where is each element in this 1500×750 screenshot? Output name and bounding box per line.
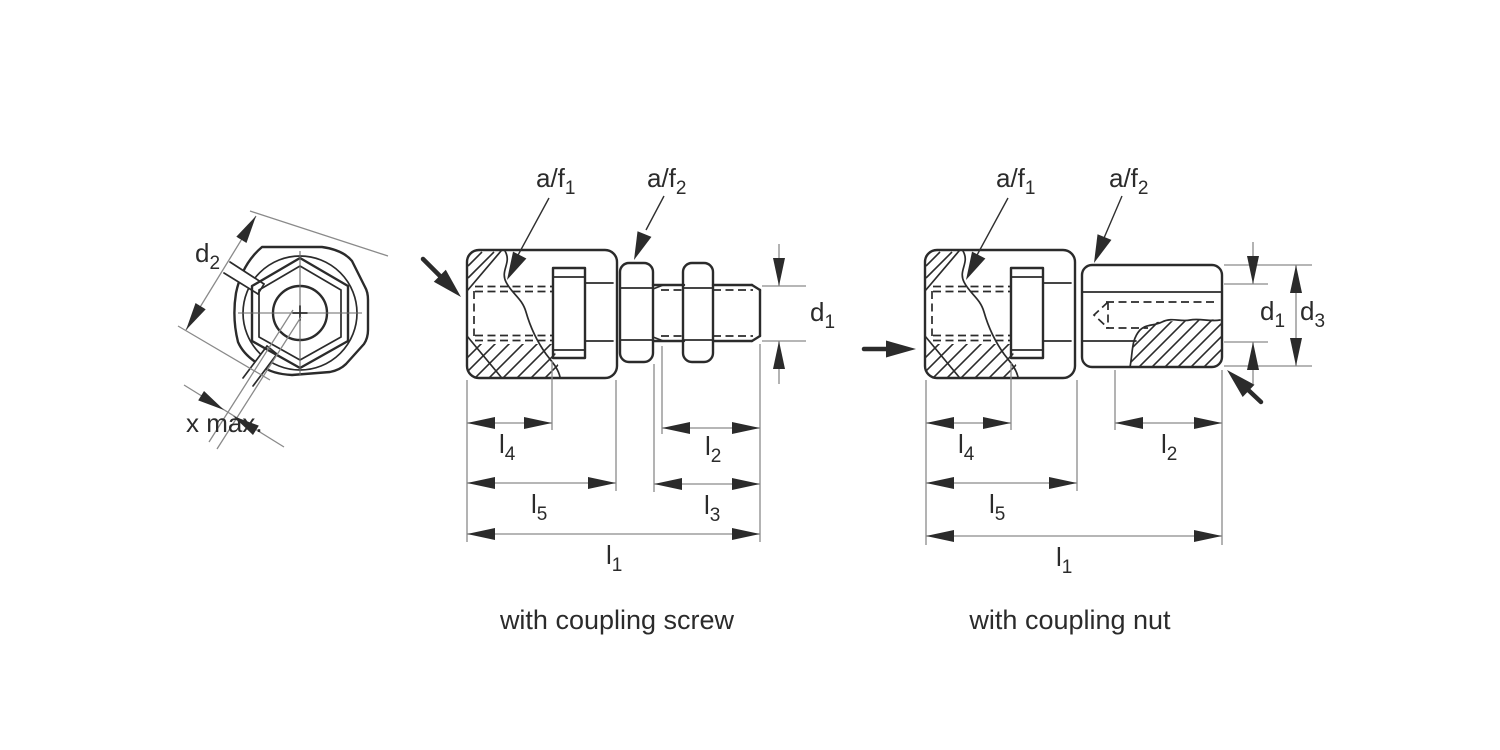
figure-coupling-nut: a/f1 a/f2 <box>861 163 1325 635</box>
figure-front-view: d2 x max. <box>177 210 389 450</box>
label-af2: a/f2 <box>1109 163 1149 199</box>
leader-af2: a/f2 <box>627 163 687 263</box>
hex-locknut <box>681 261 715 364</box>
dimensions-coupling-nut: l4 l2 l5 l1 d1 d3 <box>925 242 1325 578</box>
dimensions-coupling-screw: l4 l2 l5 l3 l1 d1 <box>466 244 835 576</box>
threaded-neck <box>651 283 686 343</box>
dimension-d2: d2 <box>177 210 389 381</box>
dimension-label-l3: l3 <box>704 490 720 526</box>
sectioned-body <box>904 250 1075 379</box>
flow-direction-arrow-icon <box>420 256 468 304</box>
dimension-label-l2: l2 <box>1161 429 1177 465</box>
dimension-label-l4: l4 <box>499 429 516 465</box>
dimension-label-d2: d2 <box>195 238 220 274</box>
hex-section-af2 <box>618 261 655 364</box>
caption-coupling-screw: with coupling screw <box>499 605 735 635</box>
dimension-label-x-max: x max. <box>186 408 263 438</box>
dimension-label-l1: l1 <box>606 540 622 576</box>
dimension-label-l5: l5 <box>531 489 547 525</box>
nut-internal-thread-hidden-lines <box>1092 301 1218 329</box>
dimension-label-d3: d3 <box>1300 296 1325 332</box>
leader-af1: a/f1 <box>959 163 1036 284</box>
label-af1: a/f1 <box>996 163 1036 199</box>
dimension-label-l1: l1 <box>1056 542 1072 578</box>
figure-coupling-screw: a/f1 a/f2 l4 <box>420 163 835 635</box>
label-af2: a/f2 <box>647 163 687 199</box>
dimension-label-d1: d1 <box>1260 296 1285 332</box>
sectioned-body <box>446 250 617 379</box>
flow-direction-arrow-icon <box>861 340 916 358</box>
nut-break-line <box>1129 318 1221 368</box>
arrowhead-icon <box>627 231 652 263</box>
leader-af2: a/f2 <box>1087 163 1149 266</box>
dimension-label-l4: l4 <box>958 429 975 465</box>
label-af1: a/f1 <box>536 163 576 199</box>
dimension-x-max: x max. <box>183 384 285 448</box>
threaded-end <box>711 283 762 343</box>
slot-projection-lines <box>208 309 302 450</box>
leader-af1: a/f1 <box>500 163 576 284</box>
dimension-label-l5: l5 <box>989 489 1005 525</box>
arrowhead-icon <box>1087 234 1112 266</box>
dimension-label-l2: l2 <box>705 431 721 467</box>
dimension-label-d1: d1 <box>810 297 835 333</box>
nut-corner-arrow-icon <box>1221 363 1264 405</box>
centerlines <box>238 251 362 375</box>
caption-coupling-nut: with coupling nut <box>968 605 1171 635</box>
coupling-nut <box>1080 263 1224 369</box>
